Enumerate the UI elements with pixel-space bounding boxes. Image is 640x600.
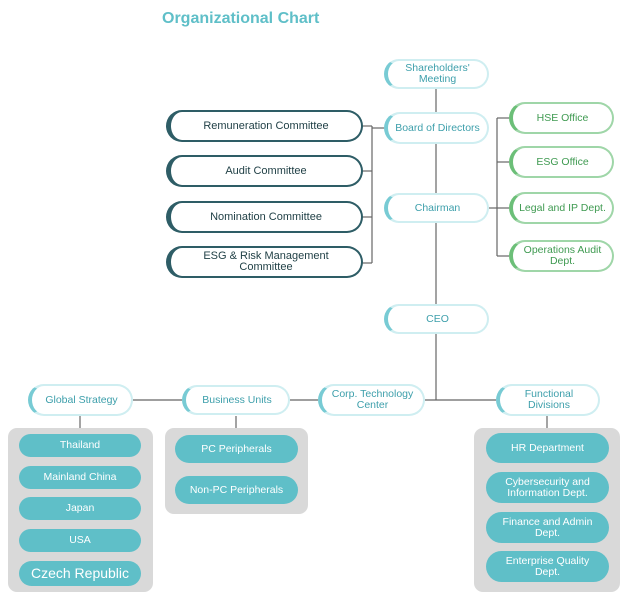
node-ceo: CEO: [384, 304, 489, 334]
node-shareholders-meeting: Shareholders' Meeting: [384, 59, 489, 89]
region-thailand: Thailand: [19, 434, 141, 457]
office-legal-ip: Legal and IP Dept.: [509, 192, 614, 224]
region-japan: Japan: [19, 497, 141, 520]
node-chairman: Chairman: [384, 193, 489, 223]
office-operations-audit: Operations Audit Dept.: [509, 240, 614, 272]
dept-finance-admin: Finance and Admin Dept.: [486, 512, 609, 543]
node-functional-divisions: Functional Divisions: [496, 384, 600, 416]
committee-audit: Audit Committee: [166, 155, 363, 187]
committee-esg-risk: ESG & Risk Management Committee: [166, 246, 363, 278]
dept-enterprise-quality: Enterprise Quality Dept.: [486, 551, 609, 582]
node-business-units: Business Units: [182, 385, 290, 415]
node-board-of-directors: Board of Directors: [384, 112, 489, 144]
committee-remuneration: Remuneration Committee: [166, 110, 363, 142]
committee-nomination: Nomination Committee: [166, 201, 363, 233]
office-hse: HSE Office: [509, 102, 614, 134]
bu-non-pc-peripherals: Non-PC Peripherals: [175, 476, 298, 504]
dept-hr: HR Department: [486, 433, 609, 463]
bu-pc-peripherals: PC Peripherals: [175, 435, 298, 463]
region-usa: USA: [19, 529, 141, 552]
region-czech-republic: Czech Republic: [19, 561, 141, 586]
node-corp-technology-center: Corp. Technology Center: [318, 384, 425, 416]
dept-cybersecurity-information: Cybersecurity and Information Dept.: [486, 472, 609, 503]
region-mainland-china: Mainland China: [19, 466, 141, 489]
office-esg: ESG Office: [509, 146, 614, 178]
node-global-strategy: Global Strategy: [28, 384, 133, 416]
chart-title: Organizational Chart: [162, 10, 320, 27]
